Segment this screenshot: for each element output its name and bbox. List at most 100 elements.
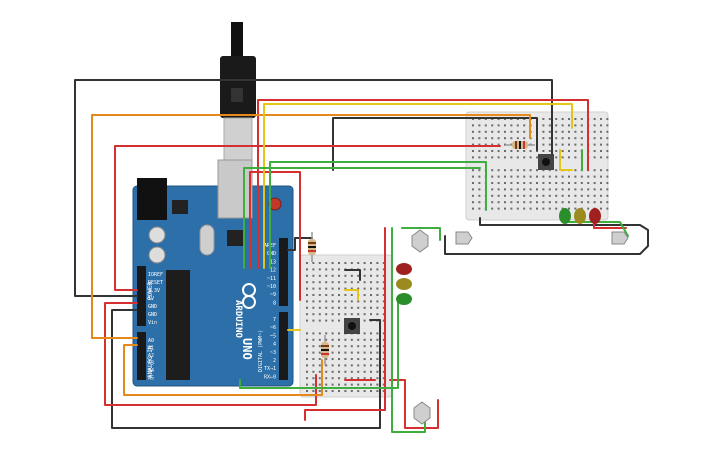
breadboard-hole[interactable] xyxy=(497,188,500,191)
breadboard-hole[interactable] xyxy=(318,281,321,284)
analog-header[interactable] xyxy=(137,332,146,380)
traffic-light-icon[interactable] xyxy=(611,231,629,245)
breadboard-hole[interactable] xyxy=(357,306,360,309)
breadboard-hole[interactable] xyxy=(376,338,379,341)
breadboard-hole[interactable] xyxy=(561,194,564,197)
breadboard-hole[interactable] xyxy=(363,319,366,322)
breadboard-hole[interactable] xyxy=(472,182,474,184)
breadboard-hole[interactable] xyxy=(382,338,385,341)
breadboard-hole[interactable] xyxy=(555,130,558,133)
breadboard-hole[interactable] xyxy=(344,383,347,386)
breadboard-hole[interactable] xyxy=(331,262,334,264)
breadboard-hole[interactable] xyxy=(370,268,372,271)
breadboard-hole[interactable] xyxy=(523,182,526,184)
breadboard-hole[interactable] xyxy=(497,182,500,184)
breadboard-hole[interactable] xyxy=(306,383,308,386)
breadboard-hole[interactable] xyxy=(491,207,494,210)
breadboard-hole[interactable] xyxy=(338,313,340,316)
breadboard-hole[interactable] xyxy=(548,201,551,204)
breadboard-hole[interactable] xyxy=(325,383,328,386)
breadboard-hole[interactable] xyxy=(376,268,379,271)
breadboard-hole[interactable] xyxy=(600,156,602,159)
breadboard-hole[interactable] xyxy=(357,345,360,348)
breadboard-hole[interactable] xyxy=(580,124,583,127)
breadboard-hole[interactable] xyxy=(478,143,481,146)
breadboard-hole[interactable] xyxy=(606,118,609,120)
breadboard-hole[interactable] xyxy=(510,201,513,204)
breadboard-hole[interactable] xyxy=(382,370,385,373)
breadboard-hole[interactable] xyxy=(331,319,334,322)
breadboard-hole[interactable] xyxy=(504,169,506,172)
breadboard-hole[interactable] xyxy=(370,332,372,335)
breadboard-hole[interactable] xyxy=(350,338,353,341)
breadboard-hole[interactable] xyxy=(363,358,366,360)
breadboard-hole[interactable] xyxy=(580,194,583,197)
breadboard-hole[interactable] xyxy=(357,274,360,277)
breadboard-hole[interactable] xyxy=(478,150,481,152)
breadboard-hole[interactable] xyxy=(510,137,513,140)
breadboard-hole[interactable] xyxy=(363,268,366,271)
breadboard-hole[interactable] xyxy=(363,306,366,309)
breadboard-hole[interactable] xyxy=(338,319,340,322)
breadboard-hole[interactable] xyxy=(606,182,609,184)
breadboard-hole[interactable] xyxy=(593,137,596,140)
breadboard-hole[interactable] xyxy=(555,207,558,210)
breadboard-hole[interactable] xyxy=(312,281,315,284)
breadboard-hole[interactable] xyxy=(312,300,315,303)
breadboard-hole[interactable] xyxy=(542,130,545,133)
breadboard-hole[interactable] xyxy=(382,383,385,386)
breadboard-hole[interactable] xyxy=(318,262,321,264)
breadboard-hole[interactable] xyxy=(325,268,328,271)
breadboard-hole[interactable] xyxy=(376,345,379,348)
breadboard-hole[interactable] xyxy=(510,194,513,197)
breadboard-hole[interactable] xyxy=(548,207,551,210)
breadboard-hole[interactable] xyxy=(568,194,570,197)
breadboard-hole[interactable] xyxy=(561,118,564,120)
breadboard-hole[interactable] xyxy=(363,313,366,316)
breadboard-hole[interactable] xyxy=(344,377,347,380)
breadboard-hole[interactable] xyxy=(306,332,308,335)
breadboard-hole[interactable] xyxy=(542,124,545,127)
breadboard-hole[interactable] xyxy=(382,294,385,296)
breadboard-hole[interactable] xyxy=(574,182,577,184)
breadboard-hole[interactable] xyxy=(472,130,474,133)
breadboard-hole[interactable] xyxy=(370,281,372,284)
breadboard-hole[interactable] xyxy=(350,377,353,380)
breadboard-hole[interactable] xyxy=(370,338,372,341)
breadboard-hole[interactable] xyxy=(523,169,526,172)
wire-orange-a1[interactable] xyxy=(123,344,323,396)
breadboard-hole[interactable] xyxy=(312,319,315,322)
breadboard-hole[interactable] xyxy=(338,332,340,335)
breadboard-hole[interactable] xyxy=(548,124,551,127)
wire-green-c[interactable] xyxy=(239,299,399,389)
breadboard-hole[interactable] xyxy=(363,338,366,341)
breadboard-hole[interactable] xyxy=(376,390,379,392)
breadboard-hole[interactable] xyxy=(574,124,577,127)
breadboard-hole[interactable] xyxy=(344,294,347,296)
breadboard-hole[interactable] xyxy=(472,201,474,204)
wire-black-bottom[interactable] xyxy=(111,309,381,429)
breadboard-hole[interactable] xyxy=(504,156,506,159)
breadboard-hole[interactable] xyxy=(593,201,596,204)
breadboard-hole[interactable] xyxy=(306,364,308,367)
breadboard-hole[interactable] xyxy=(574,194,577,197)
breadboard-hole[interactable] xyxy=(593,194,596,197)
breadboard-hole[interactable] xyxy=(382,262,385,264)
breadboard-hole[interactable] xyxy=(516,207,519,210)
breadboard-hole[interactable] xyxy=(478,137,481,140)
breadboard-hole[interactable] xyxy=(376,294,379,296)
breadboard-hole[interactable] xyxy=(574,201,577,204)
breadboard-hole[interactable] xyxy=(318,268,321,271)
breadboard-hole[interactable] xyxy=(542,118,545,120)
breadboard-hole[interactable] xyxy=(510,169,513,172)
breadboard-hole[interactable] xyxy=(574,188,577,191)
wire-black-loop[interactable] xyxy=(444,217,649,255)
breadboard-hole[interactable] xyxy=(516,188,519,191)
breadboard-hole[interactable] xyxy=(338,364,340,367)
breadboard-hole[interactable] xyxy=(516,137,519,140)
breadboard-hole[interactable] xyxy=(484,143,487,146)
breadboard-hole[interactable] xyxy=(529,150,532,152)
usb-cable[interactable] xyxy=(220,22,256,161)
breadboard-hole[interactable] xyxy=(497,201,500,204)
breadboard-hole[interactable] xyxy=(331,281,334,284)
